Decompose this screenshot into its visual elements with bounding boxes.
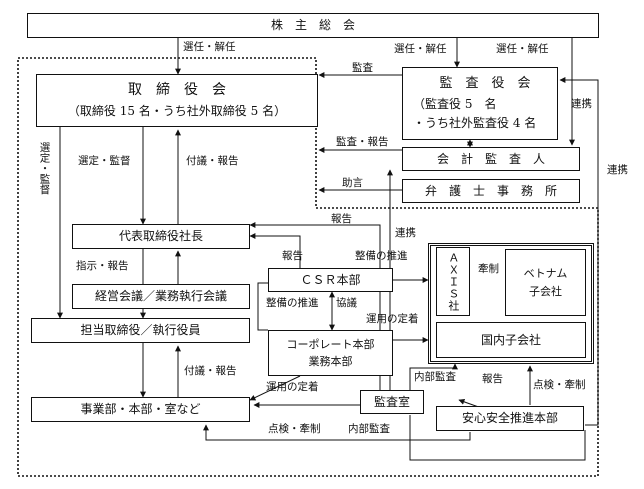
board-subtitle: （取締役 15 名・うち社外取締役 5 名）	[67, 103, 287, 118]
label-control: 牽制	[478, 263, 499, 275]
label-advice: 助言	[342, 177, 363, 189]
corporate-hq-label-2: 業務本部	[308, 354, 353, 368]
label-report-safety: 報告	[482, 373, 503, 385]
label-instruct-report: 指示・報告	[76, 260, 129, 272]
label-establish-left: 運用の定着	[266, 381, 319, 393]
board-title: 取 締 役 会	[128, 82, 226, 99]
label-consult: 協議	[336, 297, 357, 309]
corporate-hq-label-1: コーポレート本部	[286, 337, 375, 351]
audit-office-label: 監査室	[373, 394, 410, 409]
domestic-subsidiary-box: 国内子会社	[436, 322, 586, 358]
management-meeting-label: 経営会議／業務執行会議	[94, 289, 227, 303]
label-proposal-report-upper: 付議・報告	[186, 155, 239, 167]
shareholders-label: 株 主 総 会	[270, 18, 355, 32]
axis-box: ＡＸＩＳ社	[436, 247, 470, 316]
management-meeting-box: 経営会議／業務執行会議	[72, 284, 250, 309]
csr-hq-box: ＣＳＲ本部	[268, 268, 393, 292]
law-firm-label: 弁 護 士 事 務 所	[424, 183, 557, 198]
shareholders-meeting-box: 株 主 総 会	[27, 13, 599, 38]
label-liaison-audit: 連携	[571, 98, 592, 110]
domestic-subsidiary-label: 国内子会社	[480, 332, 541, 347]
label-elect-supervise-vertical: 選定・監督	[38, 142, 51, 195]
corporate-hq-box: コーポレート本部 業務本部	[268, 330, 393, 376]
divisions-label: 事業部・本部・室など	[80, 402, 201, 416]
accounting-auditor-box: 会 計 監 査 人	[402, 147, 580, 171]
audit-office-box: 監査室	[360, 390, 424, 414]
audit-board-box: 監 査 役 会 （監査役 5 名 ・うち社外監査役 4 名	[402, 67, 558, 140]
label-promote-upper: 整備の推進	[355, 250, 408, 262]
label-internal-audit-lower: 内部監査	[348, 423, 390, 435]
csr-hq-label: ＣＳＲ本部	[300, 272, 361, 287]
label-internal-audit-upper: 内部監査	[414, 371, 456, 383]
label-check-control-lower: 点検・牽制	[268, 423, 321, 435]
axis-label: ＡＸＩＳ社	[446, 251, 460, 312]
divisions-box: 事業部・本部・室など	[31, 397, 250, 422]
label-select-supervise: 選定・監督	[78, 155, 131, 167]
label-elect-accountant: 選任・解任	[496, 43, 549, 55]
safety-hq-label: 安心安全推進本部	[461, 411, 558, 425]
president-box: 代表取締役社長	[72, 224, 250, 249]
label-elect-audit: 選任・解任	[394, 43, 447, 55]
label-check-control-right: 点検・牽制	[533, 379, 586, 391]
safety-hq-box: 安心安全推進本部	[436, 406, 584, 431]
label-establish-right: 運用の定着	[366, 313, 419, 325]
label-elect-board: 選任・解任	[183, 41, 236, 53]
label-promote-left: 整備の推進	[266, 297, 319, 309]
label-report-csr: 報告	[282, 250, 303, 262]
audit-board-title: 監 査 役 会	[439, 76, 531, 92]
label-proposal-report-lower: 付議・報告	[184, 365, 237, 377]
accounting-auditor-label: 会 計 監 査 人	[436, 151, 545, 166]
label-liaison-audit-office: 連携	[395, 227, 416, 239]
label-report-audit-office: 報告	[331, 213, 352, 225]
label-audit-report: 監査・報告	[336, 136, 389, 148]
officers-box: 担当取締役／執行役員	[31, 318, 250, 343]
label-audit: 監査	[352, 62, 373, 74]
president-label: 代表取締役社長	[118, 229, 203, 243]
vietnam-subsidiary-box: ベトナム 子会社	[505, 249, 586, 316]
board-of-directors-box: 取 締 役 会 （取締役 15 名・うち社外取締役 5 名）	[36, 74, 318, 127]
officers-label: 担当取締役／執行役員	[80, 323, 201, 337]
law-firm-box: 弁 護 士 事 務 所	[402, 179, 580, 203]
label-liaison-right: 連携	[607, 164, 628, 176]
vietnam-label-1: ベトナム	[523, 266, 568, 280]
audit-board-sub1: （監査役 5 名	[413, 96, 497, 111]
vietnam-label-2: 子会社	[529, 284, 562, 298]
audit-board-sub2: ・うち社外監査役 4 名	[413, 115, 537, 130]
